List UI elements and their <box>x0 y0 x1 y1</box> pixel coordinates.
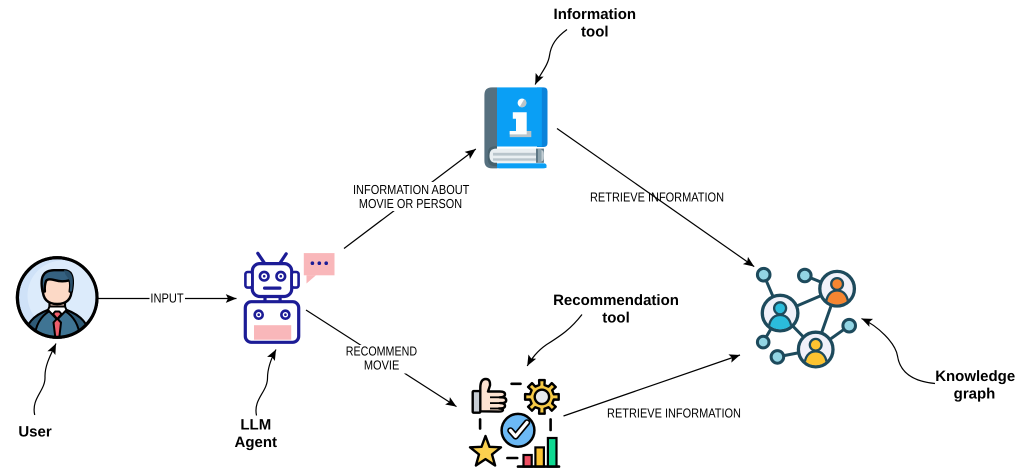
svg-text:MOVIE OR PERSON: MOVIE OR PERSON <box>359 196 462 211</box>
svg-text:User: User <box>18 424 52 441</box>
svg-text:INPUT: INPUT <box>150 291 183 306</box>
svg-text:Information: Information <box>554 6 637 23</box>
svg-text:Agent: Agent <box>235 434 278 451</box>
svg-text:tool: tool <box>581 24 609 41</box>
svg-text:tool: tool <box>602 309 630 326</box>
svg-text:RECOMMEND: RECOMMEND <box>346 344 417 359</box>
svg-text:MOVIE: MOVIE <box>364 358 400 373</box>
svg-text:RETRIEVE INFORMATION: RETRIEVE INFORMATION <box>590 190 724 205</box>
svg-text:Recommendation: Recommendation <box>553 292 679 309</box>
svg-text:graph: graph <box>954 385 996 402</box>
svg-text:Knowledge: Knowledge <box>935 368 1015 385</box>
svg-text:INFORMATION ABOUT: INFORMATION ABOUT <box>353 182 469 197</box>
svg-text:RETRIEVE INFORMATION: RETRIEVE INFORMATION <box>607 406 741 421</box>
svg-text:LLM: LLM <box>240 417 271 434</box>
